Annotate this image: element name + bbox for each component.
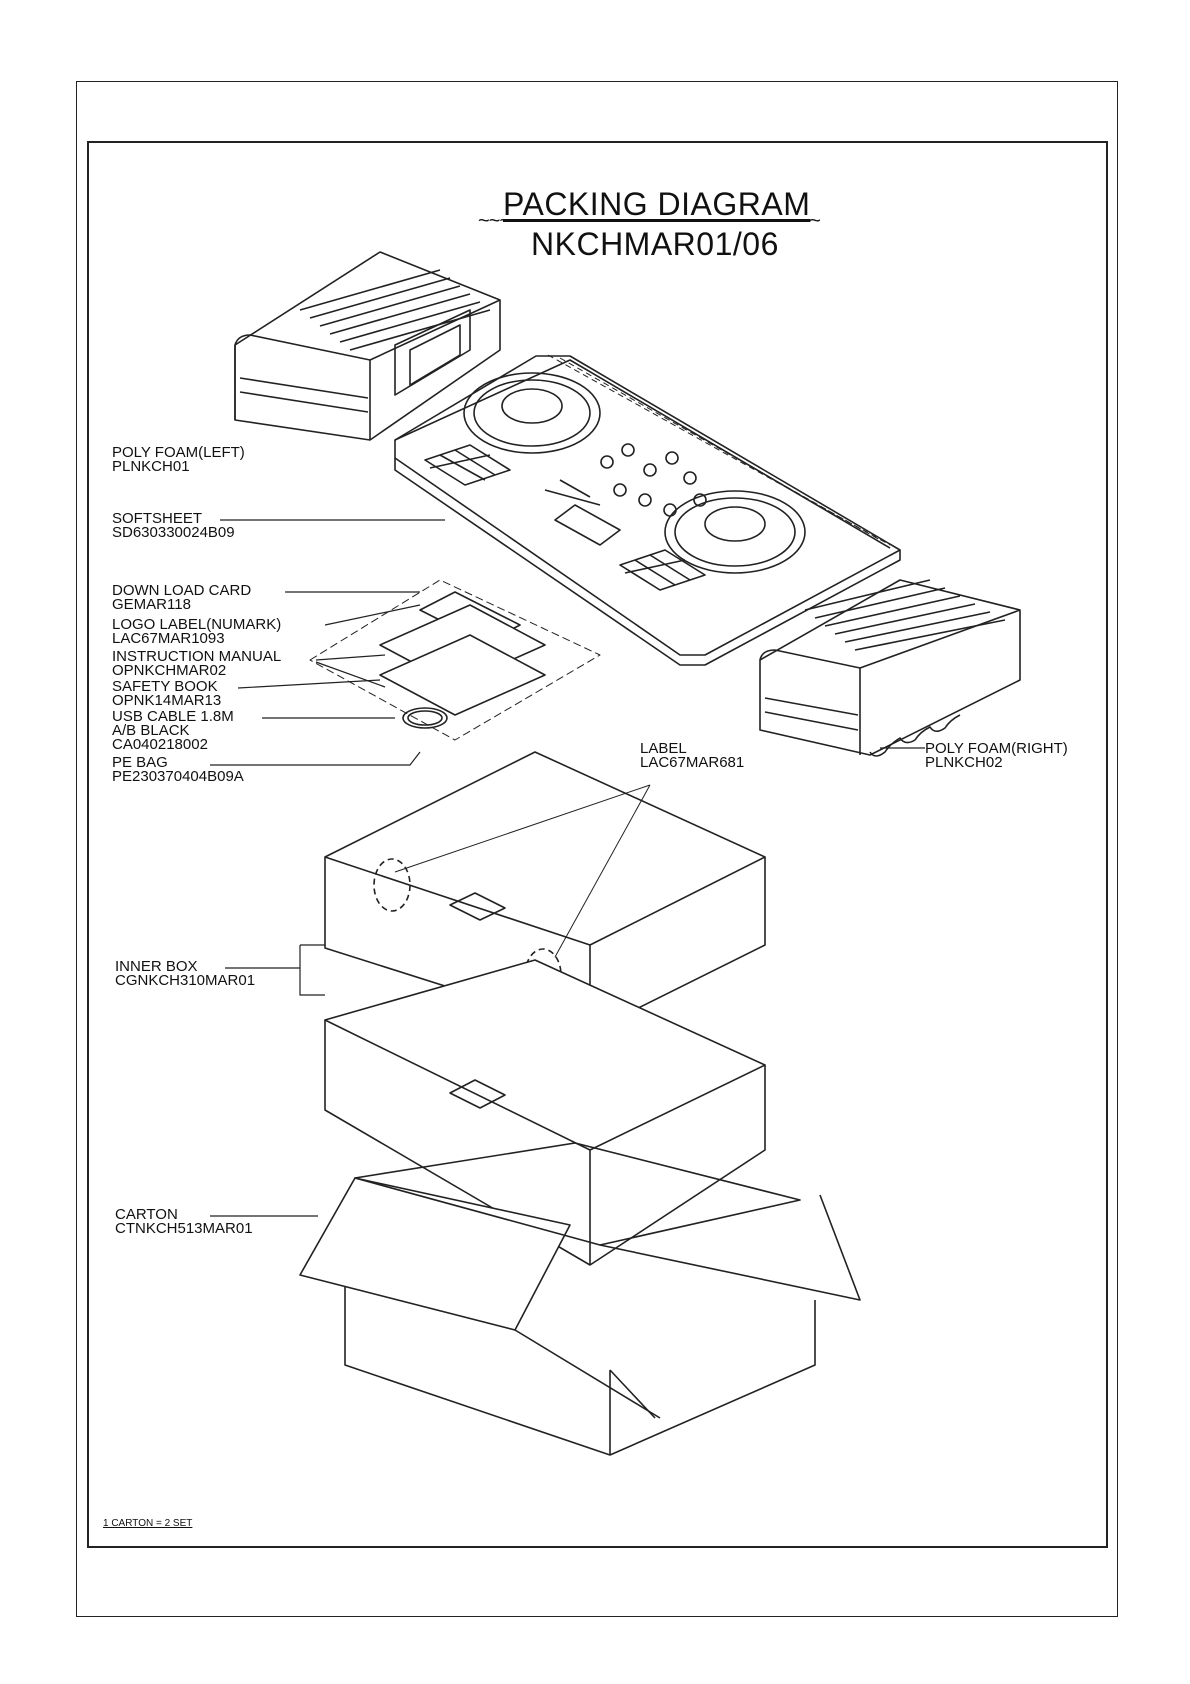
carton-quantity-note: 1 CARTON = 2 SET [103,1518,193,1529]
diagram-title: PACKING DIAGRAM [503,186,811,222]
safety-book-name: SAFETY BOOK [112,678,218,695]
usb-cable-name: USB CABLE 1.8M [112,708,234,725]
label-name: LABEL [640,740,687,757]
usb-cable-code: CA040218002 [112,736,208,753]
usb-cable-label: USB CABLE 1.8M A/B BLACK CA040218002 [112,708,234,753]
softsheet-name: SOFTSHEET [112,510,203,527]
softsheet-label: SOFTSHEET SD630330024B09 [112,510,235,541]
poly-foam-left-drawing [234,251,501,441]
pe-bag-label: PE BAG PE230370404B09A [112,754,244,785]
instruction-manual-label: INSTRUCTION MANUAL OPNKCHMAR02 [112,648,282,679]
safety-book-label: SAFETY BOOK OPNK14MAR13 [112,678,222,709]
carton-name: CARTON [115,1206,178,1223]
inner-box-code: CGNKCH310MAR01 [115,972,256,989]
safety-book-code: OPNK14MAR13 [112,692,222,709]
outer-frame [76,81,1118,1617]
inner-box-label: INNER BOX CGNKCH310MAR01 [115,958,256,989]
instruction-manual-name: INSTRUCTION MANUAL [112,648,282,665]
logo-label-code: LAC67MAR1093 [112,630,225,647]
title-decoration: ~~~~~~~~~~~~~~~~~~~~~~~~~~~~~~~~ [478,210,821,232]
softsheet-code: SD630330024B09 [112,524,235,541]
pe-bag-code: PE230370404B09A [112,768,244,785]
poly-foam-right-name: POLY FOAM(RIGHT) [925,740,1068,757]
usb-cable-color: A/B BLACK [112,722,190,739]
inner-frame [87,141,1108,1548]
leader-lines [210,519,925,1217]
label-label: LABEL LAC67MAR681 [640,740,745,771]
download-card-label: DOWN LOAD CARD GEMAR118 [112,582,252,613]
poly-foam-left-name: POLY FOAM(LEFT) [112,444,245,461]
poly-foam-right-code: PLNKCH02 [925,754,1003,771]
inner-box-bottom-drawing [324,959,766,1266]
poly-foam-left-label: POLY FOAM(LEFT) PLNKCH01 [112,444,245,475]
accessories-drawing [309,579,601,741]
download-card-code: GEMAR118 [112,596,191,613]
pe-bag-name: PE BAG [112,754,168,771]
poly-foam-right-label: POLY FOAM(RIGHT) PLNKCH02 [925,740,1068,771]
inner-box-name: INNER BOX [115,958,198,975]
download-card-name: DOWN LOAD CARD [112,582,252,599]
instruction-manual-code: OPNKCHMAR02 [112,662,227,679]
poly-foam-right-drawing [759,579,1021,757]
dj-controller-drawing [394,354,901,666]
logo-label-name: LOGO LABEL(NUMARK) [112,616,282,633]
label-code: LAC67MAR681 [640,754,745,771]
carton-code: CTNKCH513MAR01 [115,1220,253,1237]
carton-drawing [299,1142,861,1456]
poly-foam-left-code: PLNKCH01 [112,458,190,475]
logo-label-label: LOGO LABEL(NUMARK) LAC67MAR1093 [112,616,282,647]
carton-label: CARTON CTNKCH513MAR01 [115,1206,253,1237]
model-number: NKCHMAR01/06 [531,226,779,262]
